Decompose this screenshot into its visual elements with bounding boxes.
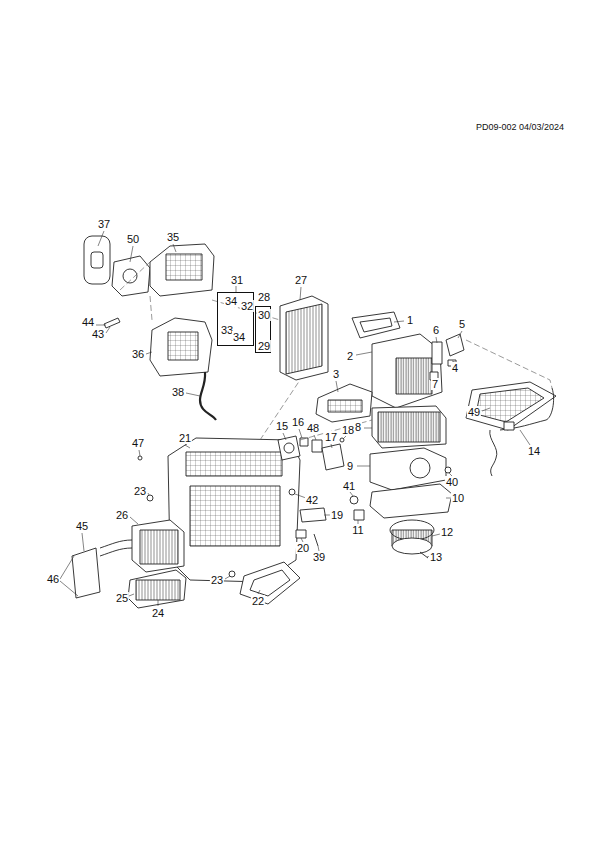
callout-group-box: 283029 xyxy=(255,306,271,353)
callout-number: 15 xyxy=(275,420,289,432)
drain-tube xyxy=(200,372,216,420)
callout-number: 9 xyxy=(346,460,354,472)
callout-number: 26 xyxy=(115,509,129,521)
wire-harness xyxy=(490,388,554,476)
actuator xyxy=(322,444,344,470)
callout-number: 10 xyxy=(451,492,465,504)
callout-number: 23 xyxy=(133,485,147,497)
callout-number: 45 xyxy=(75,520,89,532)
screw xyxy=(420,552,428,558)
callout-number: 34 xyxy=(224,295,238,307)
group-number: 31 xyxy=(230,274,244,286)
cabin-filter xyxy=(372,406,446,448)
callout-number: 42 xyxy=(305,494,319,506)
callout-number: 39 xyxy=(312,551,326,563)
assembly-lines xyxy=(120,262,552,440)
callout-number: 41 xyxy=(342,480,356,492)
bolt xyxy=(104,318,120,328)
callout-number: 5 xyxy=(458,318,466,330)
callout-number: 44 xyxy=(81,316,95,328)
heater-core xyxy=(132,520,184,572)
scroll-housing xyxy=(370,484,452,518)
leader-lines xyxy=(60,231,530,606)
group-number: 28 xyxy=(257,291,271,303)
evaporator xyxy=(280,296,328,380)
callout-number: 11 xyxy=(351,524,364,536)
callout-number: 43 xyxy=(91,328,105,340)
callout-number: 22 xyxy=(251,595,265,607)
cover-plate xyxy=(84,236,110,284)
actuator xyxy=(278,436,300,460)
gasket xyxy=(352,312,400,338)
screw xyxy=(445,467,451,473)
bracket xyxy=(354,510,364,520)
callout-number: 38 xyxy=(171,386,185,398)
callout-number: 36 xyxy=(131,348,145,360)
callout-number: 47 xyxy=(131,437,145,449)
callout-number: 35 xyxy=(166,231,180,243)
callout-number: 24 xyxy=(151,607,165,619)
callout-number: 40 xyxy=(445,476,459,488)
callout-number: 48 xyxy=(306,422,320,434)
ptc-heater xyxy=(128,570,186,608)
callout-number: 16 xyxy=(291,416,305,428)
callout-number: 27 xyxy=(294,274,308,286)
callout-number: 46 xyxy=(46,573,60,585)
resistor-module xyxy=(466,382,556,430)
callout-number: 17 xyxy=(324,431,338,443)
callout-number: 4 xyxy=(451,362,459,374)
callout-number: 14 xyxy=(527,445,541,457)
callout-number: 13 xyxy=(429,551,443,563)
callout-number: 49 xyxy=(467,406,481,418)
actuator xyxy=(446,334,464,356)
callout-number: 37 xyxy=(97,218,111,230)
blower-lower-case xyxy=(370,448,446,490)
callout-number: 25 xyxy=(115,592,129,604)
blower-upper-case xyxy=(372,334,442,408)
sensor xyxy=(300,508,326,522)
upper-housing xyxy=(150,244,214,296)
main-housing xyxy=(168,438,300,582)
callout-number: 19 xyxy=(330,509,344,521)
clip xyxy=(432,342,442,364)
callout-number: 32 xyxy=(240,300,254,312)
lower-housing xyxy=(150,318,212,376)
drawing-reference: PD09-002 04/03/2024 xyxy=(475,121,565,133)
callout-number: 23 xyxy=(210,574,224,586)
gasket xyxy=(240,562,300,604)
callout-number: 21 xyxy=(178,432,192,444)
seal-plate xyxy=(112,256,150,296)
callout-number: 29 xyxy=(257,340,271,352)
pipe-plate xyxy=(72,548,100,598)
callout-group-box: 3134323334 xyxy=(217,292,254,346)
callout-number: 50 xyxy=(126,233,140,245)
screw xyxy=(147,495,153,501)
callout-number: 1 xyxy=(406,314,414,326)
callout-number: 3 xyxy=(332,368,340,380)
callout-number: 8 xyxy=(354,421,362,433)
grommet xyxy=(350,496,358,504)
callout-number: 7 xyxy=(431,378,439,390)
duct xyxy=(316,384,372,422)
screw xyxy=(138,456,142,460)
callout-number: 6 xyxy=(432,324,440,336)
callout-number: 34 xyxy=(232,331,246,343)
clip xyxy=(289,489,295,495)
callout-number: 12 xyxy=(440,526,454,538)
callout-number: 18 xyxy=(341,424,355,436)
callout-number: 20 xyxy=(296,542,310,554)
callout-number: 30 xyxy=(257,309,271,321)
callout-number: 2 xyxy=(346,350,354,362)
